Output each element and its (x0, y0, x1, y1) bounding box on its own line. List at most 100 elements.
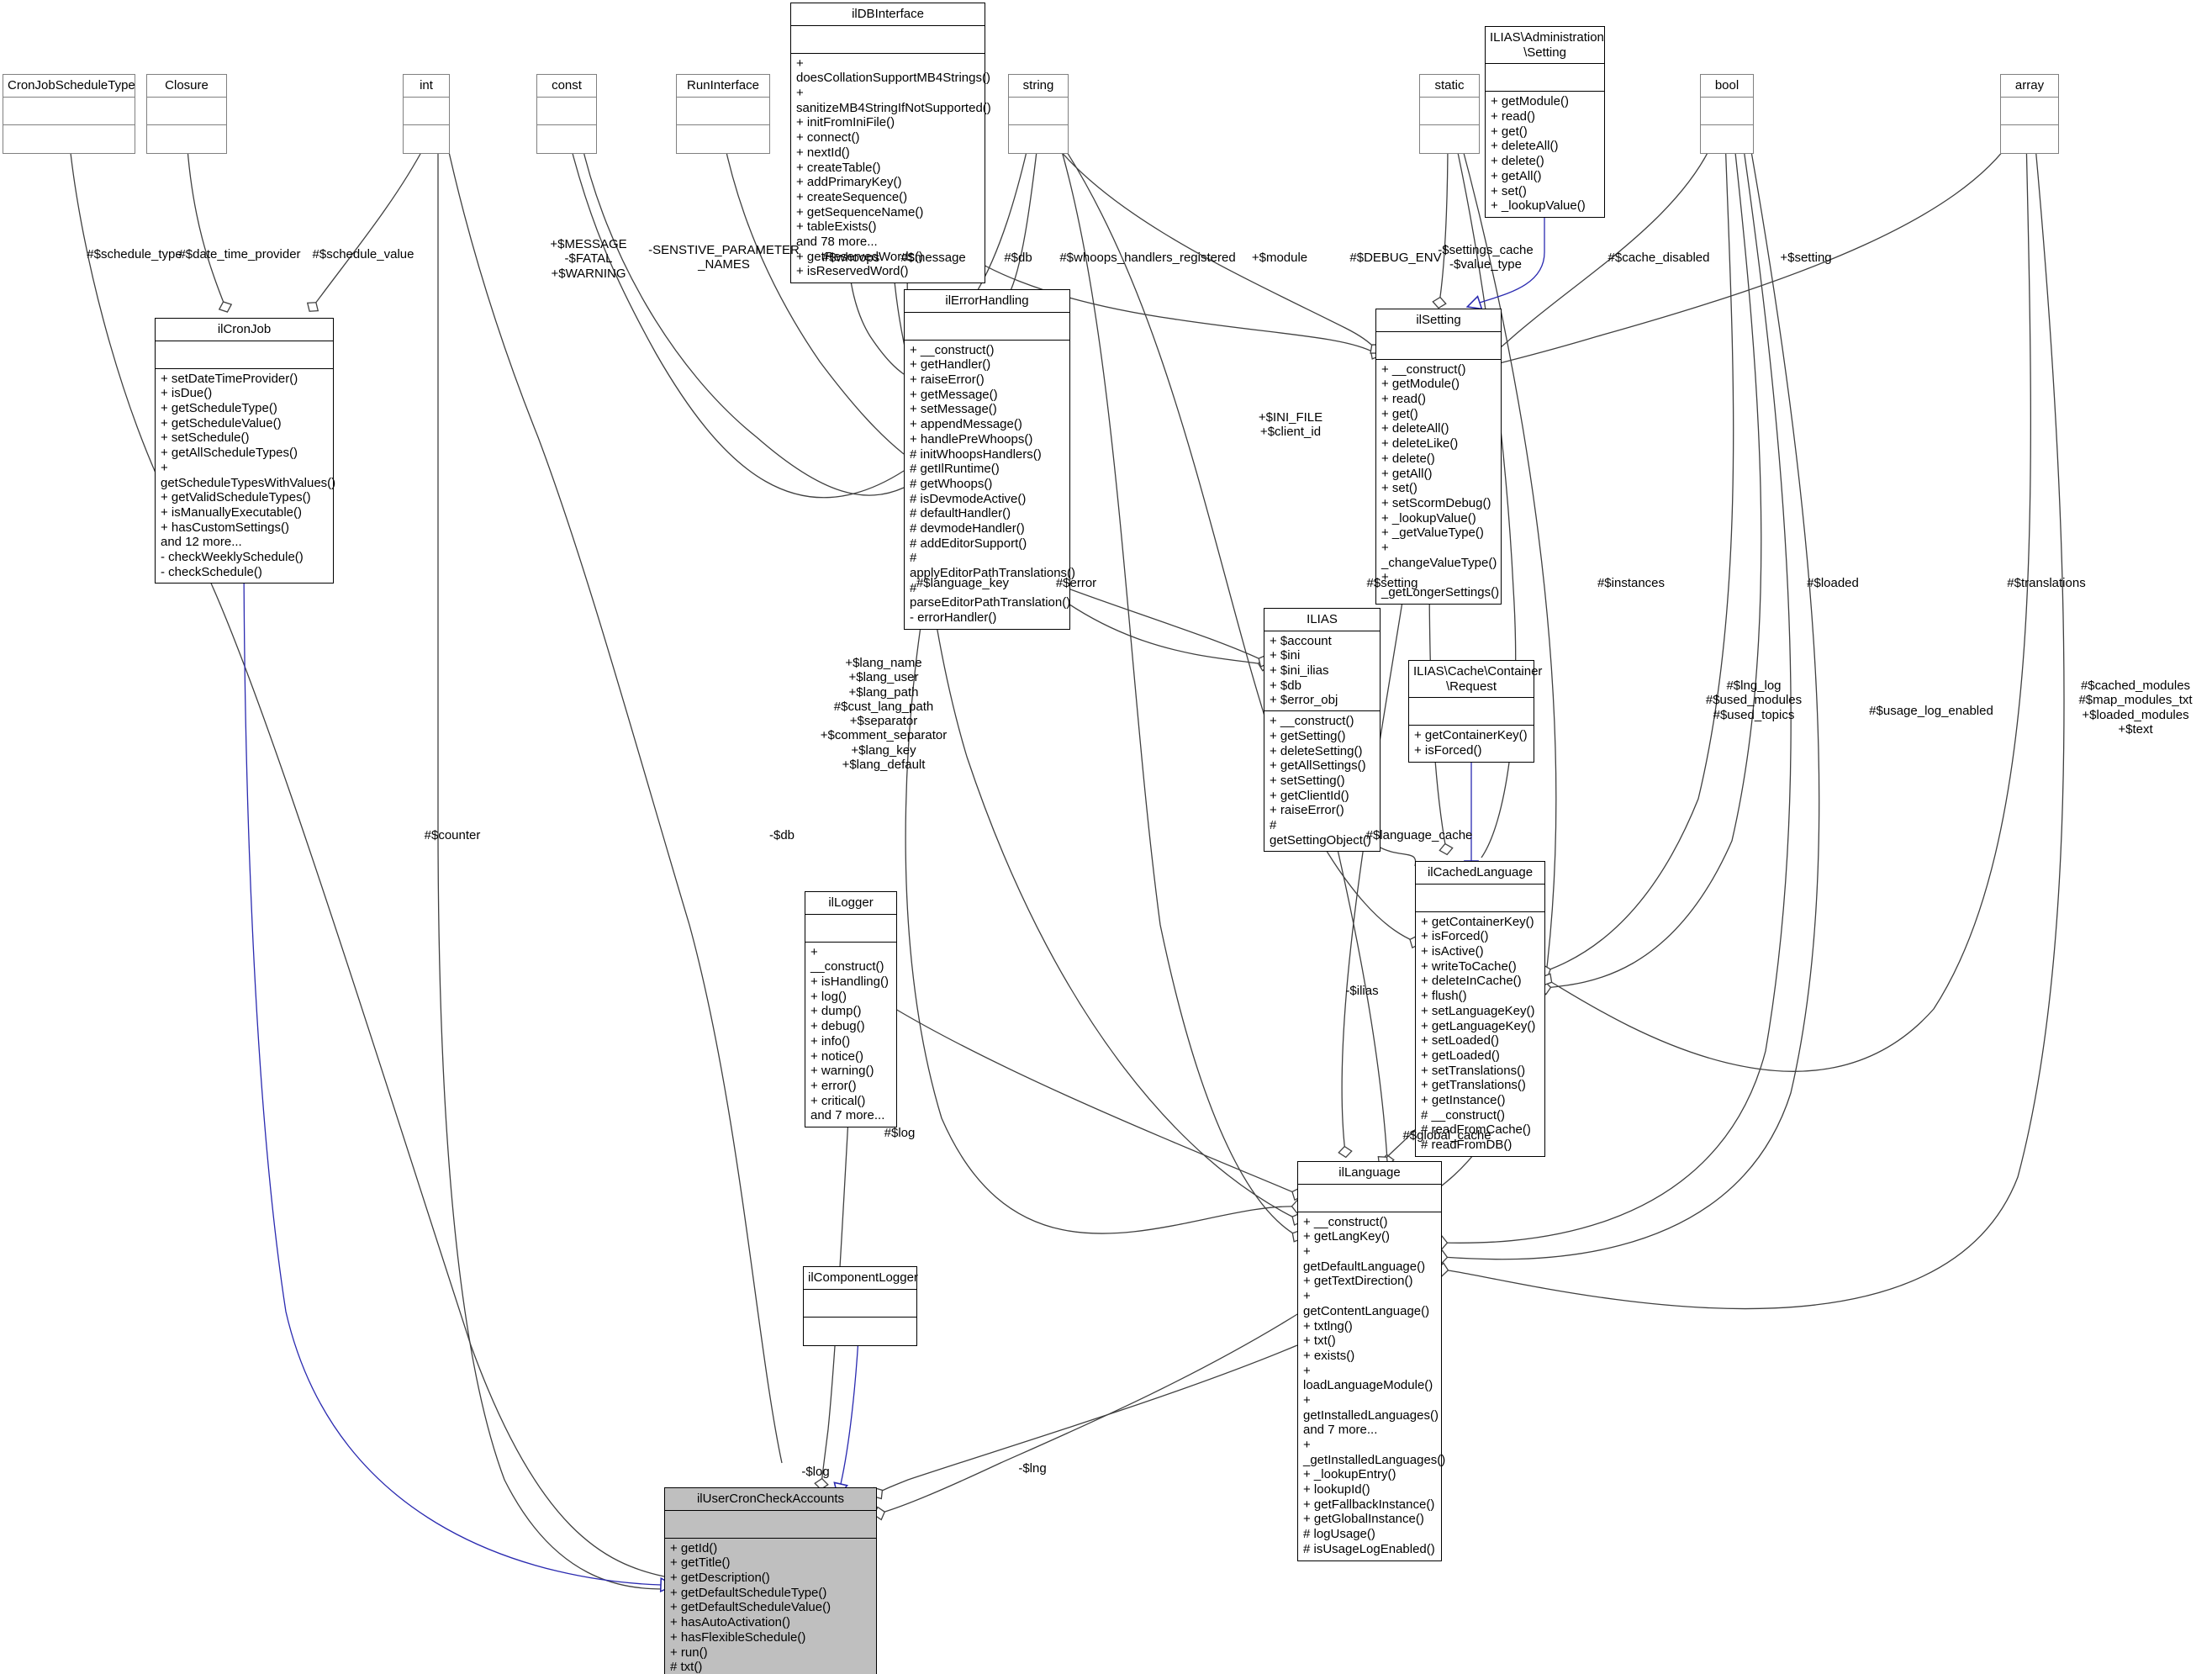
class-node-title: RunInterface (677, 75, 769, 98)
class-node-operations: + __construct() + getHandler() + raiseEr… (910, 342, 1076, 626)
class-node-attributes (905, 313, 1069, 341)
class-node-attributes (1420, 98, 1479, 125)
class-node-title: ilDBInterface (791, 3, 985, 26)
class-node-title: int (404, 75, 449, 98)
class-node-static[interactable]: static (1419, 74, 1480, 154)
class-node-attributes (537, 98, 596, 125)
edge-label-l-ini-file: +$INI_FILE +$client_id (1258, 410, 1323, 440)
class-node-title: ilLogger (805, 892, 896, 915)
class-node-title: ILIAS\Cache\Container \Request (1409, 661, 1542, 699)
class-node-cronjobscheduletype[interactable]: CronJobScheduleType (3, 74, 135, 154)
class-node-operations: + getContainerKey() + isForced() (1414, 728, 1528, 758)
class-node-ilcronjob[interactable]: ilCronJob + setDateTimeProvider() + isDue… (155, 318, 336, 584)
class-node-title: ilLanguage (1298, 1162, 1441, 1185)
edge-label-l-cached-modules: #$cached_modules #$map_modules_txt +$loa… (2078, 679, 2193, 737)
edge-label-l-log-upper: #$log (884, 1126, 916, 1140)
class-node-operations (1009, 125, 1068, 153)
class-node-const[interactable]: const (536, 74, 597, 154)
class-node-attributes (156, 341, 333, 369)
class-node-operations (1420, 125, 1479, 153)
class-node-attributes (791, 26, 985, 54)
class-node-title: string (1009, 75, 1068, 98)
class-node-attributes (1298, 1185, 1441, 1212)
class-node-title: array (2001, 75, 2058, 98)
class-node-attributes (677, 98, 769, 125)
class-node-attributes (1416, 885, 1544, 912)
edge-label-l-sensitive-parameter-names: -SENSTIVE_PARAMETER _NAMES (648, 243, 800, 272)
class-node-closure[interactable]: Closure (146, 74, 227, 154)
class-node-title: ilCachedLanguage (1416, 862, 1544, 885)
class-node-attributes (2001, 98, 2058, 125)
class-node-title: ilUserCronCheckAccounts (665, 1488, 876, 1511)
class-node-illanguage[interactable]: ilLanguage + __construct() + getLangKey()… (1297, 1161, 1446, 1561)
class-node-title: Closure (147, 75, 226, 98)
class-node-attributes (1409, 698, 1534, 726)
class-node-operations: + __construct() + getLangKey() + getDefa… (1303, 1214, 1446, 1556)
class-node-operations (1701, 125, 1753, 153)
class-node-int[interactable]: int (403, 74, 450, 154)
edge-label-l-message: #$message (900, 251, 966, 265)
class-node-attributes (665, 1511, 876, 1539)
class-node-operations (804, 1318, 916, 1345)
class-node-title: ilComponentLogger (804, 1267, 918, 1290)
class-node-attributes (3, 98, 135, 125)
class-node-runinterface[interactable]: RunInterface (676, 74, 770, 154)
class-node-attributes (147, 98, 226, 125)
edge-label-l-date-time-provider: #$date_time_provider (178, 247, 301, 261)
edge-label-l-language-key: #$language_key (916, 576, 1010, 590)
class-node-operations: + setDateTimeProvider() + isDue() + getS… (161, 371, 336, 579)
class-node-attributes (404, 98, 449, 125)
edge-label-l-whoops-handlers: #$whoops_handlers_registered (1059, 251, 1236, 265)
class-node-operations: + getContainerKey() + isForced() + isAct… (1421, 914, 1536, 1152)
class-node-title: CronJobScheduleType (3, 75, 135, 98)
class-node-title: ILIAS\Administration \Setting (1486, 27, 1604, 65)
edge-label-l-loaded: #$loaded (1807, 576, 1859, 590)
edge-label-l-instances: #$instances (1597, 576, 1666, 590)
class-node-ilerrorhandling[interactable]: ilErrorHandling+ __construct() + getHand… (904, 289, 1076, 630)
edge-label-l-language-cache: #$language_cache (1365, 828, 1473, 842)
class-node-title: ILIAS (1264, 609, 1380, 631)
edge-label-l-counter: #$counter (424, 828, 481, 842)
edge-label-l-cache-disabled: #$cache_disabled (1608, 251, 1710, 265)
edge-label-l-log-lower: -$log (801, 1465, 830, 1479)
class-node-illogger[interactable]: ilLogger + __construct() + isHandling() +… (805, 891, 897, 1127)
class-node-operations: + getId() + getTitle() + getDescription(… (670, 1540, 831, 1674)
class-node-ilias_cache_container_request[interactable]: ILIAS\Cache\Container \Request + getConta… (1408, 660, 1542, 763)
class-node-string[interactable]: string (1008, 74, 1069, 154)
edge-label-l-db-top: #$db (1004, 251, 1032, 265)
class-node-array[interactable]: array (2000, 74, 2059, 154)
class-node-operations (3, 125, 135, 153)
class-node-ilsetting[interactable]: ilSetting + __construct() + getModule() +… (1375, 309, 1502, 605)
edge-label-l-setting-mid: #$setting (1366, 576, 1418, 590)
class-node-ilusercroncheckaccounts[interactable]: ilUserCronCheckAccounts + getId() + getTi… (664, 1487, 877, 1674)
class-node-operations (147, 125, 226, 153)
class-node-title: ilSetting (1376, 309, 1501, 332)
class-node-operations: + __construct() + getModule() + read() +… (1381, 362, 1500, 599)
edge-label-l-ilias-edge: -$ilias (1345, 984, 1379, 998)
class-node-title: bool (1701, 75, 1753, 98)
class-node-ilias[interactable]: ILIAS+ $account + $ini + $ini_ilias + $d… (1264, 608, 1381, 853)
class-node-bool[interactable]: bool (1700, 74, 1754, 154)
class-node-ilcomponentlogger[interactable]: ilComponentLogger (803, 1266, 918, 1346)
class-node-attributes (1486, 64, 1604, 92)
class-node-attributes (805, 915, 896, 943)
class-node-title: const (537, 75, 596, 98)
edge-label-l-debug-env: #$DEBUG_ENV (1349, 251, 1442, 265)
class-node-operations: + getModule() + read() + get() + deleteA… (1491, 94, 1586, 214)
class-node-title: ilCronJob (156, 319, 333, 341)
class-node-attributes (1009, 98, 1068, 125)
class-node-operations (2001, 125, 2058, 153)
class-node-ilias_administration_setting[interactable]: ILIAS\Administration \Setting + getModule… (1485, 26, 1605, 218)
edge-label-l-settings-cache: -$settings_cache -$value_type (1438, 243, 1534, 272)
edge-label-l-db-mid: -$db (768, 828, 795, 842)
class-node-operations: + __construct() + isHandling() + log() +… (810, 944, 889, 1123)
class-node-ilcachedlanguage[interactable]: ilCachedLanguage + getContainerKey() + is… (1415, 861, 1545, 1157)
class-node-ildbinterface[interactable]: ilDBInterface+ doesCollationSupportMB4St… (790, 3, 991, 283)
edge-label-l-lng: -$lng (1018, 1461, 1047, 1476)
class-node-operations: + __construct() + getSetting() + deleteS… (1270, 714, 1371, 848)
class-node-attributes (1376, 332, 1501, 360)
edge-label-l-message-fatal-warning: +$MESSAGE -$FATAL +$WARNING (550, 237, 627, 281)
class-node-attributes (804, 1290, 916, 1318)
edge-label-l-global-cache: #$global_cache (1402, 1128, 1491, 1143)
